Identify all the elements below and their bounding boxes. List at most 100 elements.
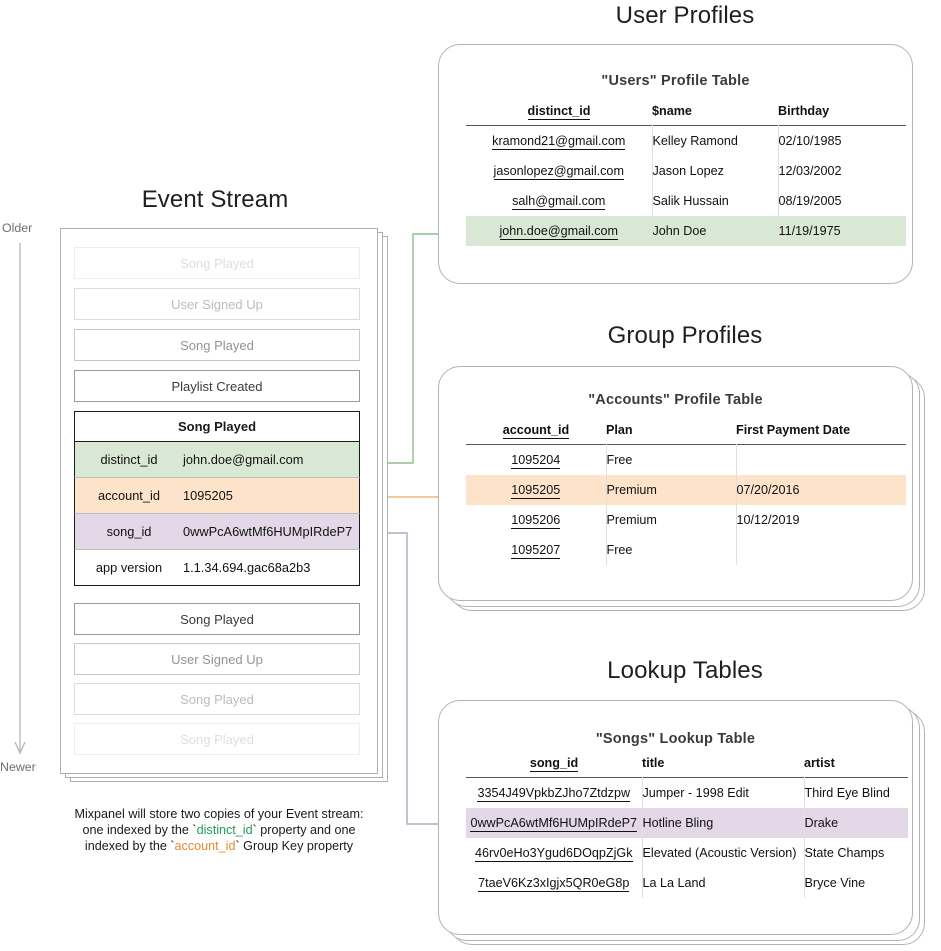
table-row[interactable]: 7taeV6Kz3xIgjx5QR0eG8p La La Land Bryce … — [466, 868, 908, 898]
caption-line-3c: ` Group Key property — [235, 839, 354, 853]
cell-name: Kelley Ramond — [651, 125, 778, 156]
column-header-first-payment-date: First Payment Date — [736, 423, 851, 437]
cell-account-id: 1095205 — [466, 475, 606, 505]
caption-line-3a: indexed by the ` — [84, 839, 175, 853]
event-stream-title: Event Stream — [141, 186, 289, 213]
table-header-row: account_id Plan First Payment Date — [466, 419, 906, 445]
user-profiles-title: User Profiles — [615, 2, 755, 29]
event-card[interactable]: User Signed Up — [74, 643, 360, 675]
column-header-account-id: account_id — [502, 423, 570, 439]
table-row[interactable]: kramond21@gmail.com Kelley Ramond 02/10/… — [466, 125, 906, 156]
caption-line-1: Mixpanel will store two copies of your E… — [74, 807, 364, 821]
cell-title: Hotline Bling — [641, 808, 804, 838]
cell-birthday: 12/03/2002 — [777, 156, 906, 186]
cell-name: Salik Hussain — [651, 186, 778, 216]
cell-artist: Drake — [803, 808, 908, 838]
cell-artist: Third Eye Blind — [803, 777, 908, 808]
cell-first-payment-date: 07/20/2016 — [735, 475, 906, 505]
event-card[interactable]: User Signed Up — [74, 288, 360, 320]
cell-artist: State Champs — [803, 838, 908, 868]
event-card[interactable]: Song Played — [74, 683, 360, 715]
table-row[interactable]: 1095206 Premium 10/12/2019 — [466, 505, 906, 535]
column-header-distinct-id: distinct_id — [527, 104, 591, 120]
event-label: Song Played — [180, 255, 254, 271]
table-row-highlighted[interactable]: john.doe@gmail.com John Doe 11/19/1975 — [466, 216, 906, 246]
caption-line-2c: ` property and one — [252, 823, 356, 837]
cell-distinct-id: salh@gmail.com — [512, 194, 606, 210]
table-row[interactable]: 46rv0eHo3Ygud6DOqpZjGk Elevated (Acousti… — [466, 838, 908, 868]
cell-name: Jason Lopez — [651, 156, 778, 186]
cell-title: La La Land — [641, 868, 804, 898]
cell-account-id: 1095206 — [511, 513, 561, 529]
event-card[interactable]: Song Played — [74, 247, 360, 279]
event-label: User Signed Up — [171, 651, 263, 667]
column-header-artist: artist — [804, 756, 835, 770]
table-row[interactable]: jasonlopez@gmail.com Jason Lopez 12/03/2… — [466, 156, 906, 186]
column-header-title: title — [642, 756, 665, 770]
property-value: 1095205 — [183, 488, 233, 503]
group-profiles-title: Group Profiles — [607, 322, 763, 349]
event-property-account-id: account_id 1095205 — [74, 478, 360, 514]
axis-label-newer: Newer — [0, 760, 36, 774]
focused-event-header[interactable]: Song Played — [74, 411, 360, 442]
property-key: song_id — [106, 524, 152, 539]
event-card[interactable]: Song Played — [74, 603, 360, 635]
event-card[interactable]: Song Played — [74, 723, 360, 755]
cell-birthday: 08/19/2005 — [777, 186, 906, 216]
cell-song-id: 3354J49VpkbZJho7Ztdzpw — [477, 786, 631, 802]
property-value: 1.1.34.694.gac68a2b3 — [183, 560, 311, 575]
table-header-row: distinct_id $name Birthday — [466, 100, 906, 126]
table-row-highlighted[interactable]: 1095205 Premium 07/20/2016 — [466, 475, 906, 505]
property-key: app version — [95, 560, 163, 575]
event-property-app-version: app version 1.1.34.694.gac68a2b3 — [74, 550, 360, 586]
accounts-table: account_id Plan First Payment Date 10952… — [466, 419, 906, 565]
event-card[interactable]: Playlist Created — [74, 370, 360, 402]
cell-plan: Free — [605, 535, 736, 565]
cell-account-id: 1095207 — [511, 543, 561, 559]
caption-account-id: account_id — [174, 839, 236, 853]
cell-birthday: 02/10/1985 — [777, 125, 906, 156]
table-header-row: song_id title artist — [466, 752, 908, 778]
cell-song-id: 7taeV6Kz3xIgjx5QR0eG8p — [478, 876, 630, 892]
column-header-plan: Plan — [606, 423, 633, 437]
users-table: distinct_id $name Birthday kramond21@gma… — [466, 100, 906, 246]
event-property-song-id: song_id 0wwPcA6wtMf6HUMpIRdeP7 — [74, 514, 360, 550]
column-header-birthday: Birthday — [778, 104, 830, 118]
property-value: 0wwPcA6wtMf6HUMpIRdeP7 — [183, 524, 353, 539]
event-label: Song Played — [180, 691, 254, 707]
column-header-name: $name — [652, 104, 692, 118]
event-card[interactable]: Song Played — [74, 329, 360, 361]
focused-event-label: Song Played — [177, 419, 257, 434]
cell-plan: Premium — [605, 475, 736, 505]
table-row[interactable]: salh@gmail.com Salik Hussain 08/19/2005 — [466, 186, 906, 216]
column-header-song-id: song_id — [529, 756, 579, 772]
event-stream-caption: Mixpanel will store two copies of your E… — [38, 806, 400, 854]
caption-line-2a: one indexed by the ` — [82, 823, 197, 837]
cell-song-id: 0wwPcA6wtMf6HUMpIRdeP7 — [466, 808, 642, 838]
songs-table-title: "Songs" Lookup Table — [595, 731, 756, 747]
property-key: account_id — [98, 488, 160, 503]
cell-first-payment-date — [735, 444, 906, 475]
cell-plan: Free — [605, 444, 736, 475]
cell-title: Elevated (Acoustic Version) — [641, 838, 804, 868]
accounts-table-title: "Accounts" Profile Table — [588, 392, 763, 408]
table-row[interactable]: 3354J49VpkbZJho7Ztdzpw Jumper - 1998 Edi… — [466, 777, 908, 808]
table-row[interactable]: 1095204 Free — [466, 444, 906, 475]
cell-birthday: 11/19/1975 — [777, 216, 906, 246]
table-row-highlighted[interactable]: 0wwPcA6wtMf6HUMpIRdeP7 Hotline Bling Dra… — [466, 808, 908, 838]
event-property-distinct-id: distinct_id john.doe@gmail.com — [74, 442, 360, 478]
event-label: Playlist Created — [171, 378, 263, 394]
songs-table: song_id title artist 3354J49VpkbZJho7Ztd… — [466, 752, 908, 898]
axis-label-older: Older — [2, 221, 33, 235]
event-label: Song Played — [180, 611, 254, 627]
cell-first-payment-date: 10/12/2019 — [735, 505, 906, 535]
cell-account-id: 1095204 — [511, 453, 561, 469]
property-key: distinct_id — [100, 452, 158, 467]
cell-first-payment-date — [735, 535, 906, 565]
cell-distinct-id: kramond21@gmail.com — [492, 134, 626, 150]
table-row[interactable]: 1095207 Free — [466, 535, 906, 565]
users-table-title: "Users" Profile Table — [601, 73, 750, 89]
event-label: Song Played — [180, 337, 254, 353]
cell-song-id: 46rv0eHo3Ygud6DOqpZjGk — [474, 846, 633, 862]
cell-distinct-id: john.doe@gmail.com — [466, 216, 652, 246]
